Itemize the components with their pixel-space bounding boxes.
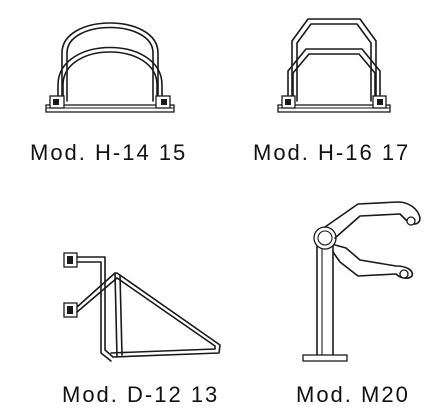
model-h14-drawing bbox=[45, 22, 175, 113]
model-h14-label: Mod. H-14 15 bbox=[30, 140, 188, 165]
model-h16-drawing bbox=[277, 18, 391, 113]
model-h16-label: Mod. H-16 17 bbox=[253, 140, 411, 165]
model-d12-drawing bbox=[63, 252, 221, 362]
model-m20-drawing bbox=[302, 201, 421, 362]
model-d12-label: Mod. D-12 13 bbox=[62, 382, 220, 407]
model-m20-label: Mod. M20 bbox=[296, 382, 410, 407]
